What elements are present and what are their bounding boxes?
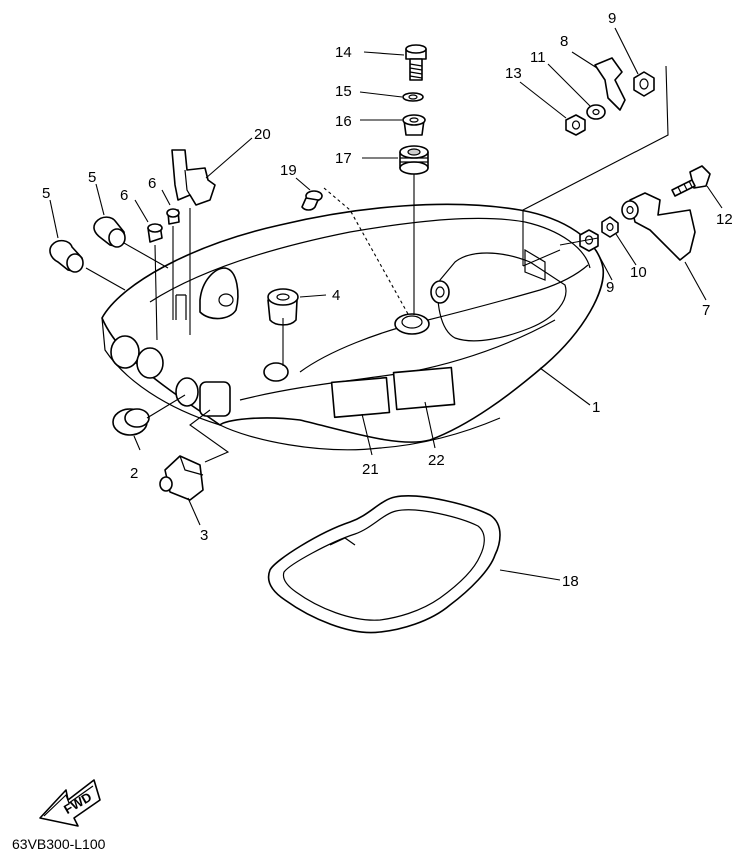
label-part-9-top: 9 xyxy=(608,10,616,27)
label-part-19: 19 xyxy=(280,162,297,179)
collar-part-16 xyxy=(402,114,426,136)
plug-part-2 xyxy=(112,408,150,436)
label-part-8: 8 xyxy=(560,33,568,50)
label-part-6-right: 6 xyxy=(148,175,156,192)
label-part-1: 1 xyxy=(592,399,600,416)
plug-part-6-right xyxy=(166,208,180,225)
plug-part-5-right xyxy=(93,216,126,248)
label-part-15: 15 xyxy=(335,83,352,100)
bolt-part-12 xyxy=(671,165,711,197)
screw-part-19 xyxy=(301,190,323,211)
label-part-7: 7 xyxy=(702,302,710,319)
label-part-11: 11 xyxy=(530,49,546,66)
washer-part-10 xyxy=(601,216,619,238)
plug-part-5-left xyxy=(49,239,84,273)
label-part-22: 22 xyxy=(428,452,445,469)
plug-part-6-left xyxy=(147,223,163,243)
label-part-9-bottom: 9 xyxy=(606,279,614,296)
label-part-14: 14 xyxy=(335,44,352,61)
nut-part-13 xyxy=(565,114,586,136)
bracket-part-20 xyxy=(171,149,216,206)
label-part-17: 17 xyxy=(335,150,352,167)
label-part-10: 10 xyxy=(630,264,647,281)
grommet-part-17 xyxy=(399,145,429,175)
clip-part-4 xyxy=(267,288,299,326)
label-part-20: 20 xyxy=(254,126,271,143)
label-part-16: 16 xyxy=(335,113,352,130)
label-part-5-left: 5 xyxy=(42,185,50,202)
label-part-13: 13 xyxy=(505,65,522,82)
washer-part-11 xyxy=(586,104,606,120)
grommet-part-3 xyxy=(159,455,204,501)
label-part-2: 2 xyxy=(130,465,138,482)
bracket-part-8 xyxy=(594,57,626,111)
label-part-6-left: 6 xyxy=(120,187,128,204)
label-part-21: 21 xyxy=(362,461,379,478)
part-number-labels: 1 2 3 4 5 5 6 6 7 8 9 9 10 11 12 13 14 1… xyxy=(42,10,733,590)
label-part-4: 4 xyxy=(332,287,340,304)
leader-lines xyxy=(49,27,723,581)
lever-part-7 xyxy=(621,192,696,261)
forward-arrow-icon: FWD xyxy=(39,779,101,827)
label-part-3: 3 xyxy=(200,527,208,544)
label-part-12: 12 xyxy=(716,211,733,228)
washer-part-15 xyxy=(402,92,424,102)
label-part-5-right: 5 xyxy=(88,169,96,186)
bolt-part-14 xyxy=(405,44,427,81)
bottom-cowling xyxy=(101,203,605,451)
diagram-code: 63VB300-L100 xyxy=(12,836,106,852)
gasket xyxy=(267,495,501,634)
label-part-18: 18 xyxy=(562,573,579,590)
nut-part-9-top xyxy=(633,71,655,97)
